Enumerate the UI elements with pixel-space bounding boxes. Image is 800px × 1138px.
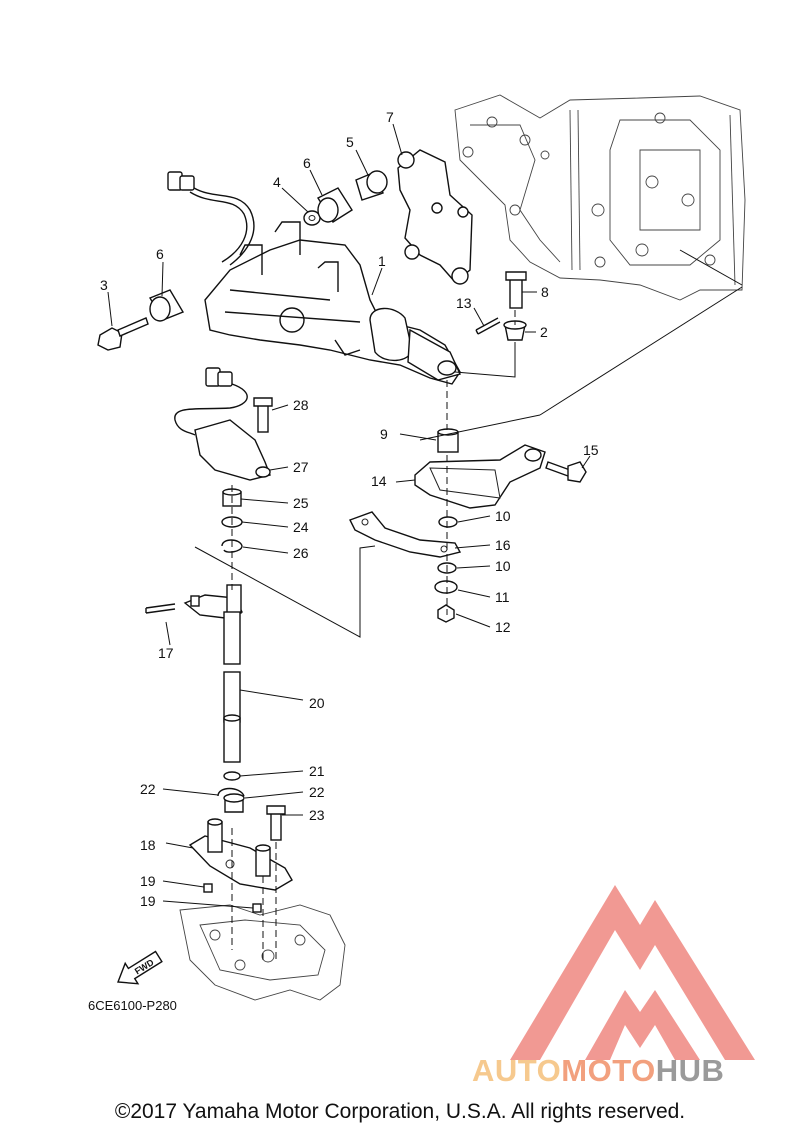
wire-harness-top [167,171,255,266]
callout-2: 2 [540,324,548,340]
callout-12: 12 [495,619,511,635]
part-18-bracket [188,818,293,891]
callout-23: 23 [309,807,325,823]
callout-16: 16 [495,537,511,553]
part-14-lever [414,444,546,509]
copyright-notice: ©2017 Yamaha Motor Corporation, U.S.A. A… [114,1100,686,1123]
callout-9: 9 [380,426,388,442]
callout-13: 13 [456,295,472,311]
callout-27: 27 [293,459,309,475]
part-13-cotter-pin [475,317,501,335]
callout-22-right: 22 [309,784,325,800]
watermark-hub: HUB [655,1053,725,1088]
callout-14: 14 [371,473,387,489]
connector-lines [194,249,743,638]
part-6-damper-lower [148,289,185,322]
callout-28: 28 [293,397,309,413]
part-26-clip [221,539,243,553]
fwd-arrow-icon: FWD [117,950,163,985]
part-22-bushing [217,787,245,813]
callout-17: 17 [158,645,174,661]
part-17-cotter-pin [145,603,176,614]
callout-15: 15 [583,442,599,458]
part-11-washer [434,580,458,594]
callout-3: 3 [100,277,108,293]
callout-24: 24 [293,519,309,535]
callout-18: 18 [140,837,156,853]
part-12-nut [437,604,455,623]
part-5-bushing [355,170,388,201]
callout-22-left: 22 [140,781,156,797]
lower-housing-outline [179,904,346,1001]
leader-lines [107,123,591,909]
watermark-moto: MOTO [561,1053,656,1088]
callout-25: 25 [293,495,309,511]
part-1-shift-assembly [204,221,461,385]
alignment-dashes [231,310,516,960]
part-15-bolt [545,461,587,483]
watermark-auto: AUTO [472,1053,562,1088]
part-28-screw [253,397,273,433]
callout-4: 4 [273,174,281,190]
callout-6-upper: 6 [303,155,311,171]
part-6-damper-upper [316,187,353,223]
callout-10-lower: 10 [495,558,511,574]
callout-26: 26 [293,545,309,561]
part-21-o-ring [223,771,241,781]
part-8-pin [505,271,527,309]
callout-11: 11 [495,589,510,605]
callout-10-upper: 10 [495,508,511,524]
callout-1: 1 [378,253,386,269]
part-3-bolt [97,317,149,351]
part-19-dowel-upper [203,883,213,893]
part-10-washer-upper [438,516,458,528]
part-27-sensor [174,367,271,481]
part-19-dowel-lower [252,903,262,913]
engine-block-outline [454,94,746,301]
callout-20: 20 [309,695,325,711]
callout-numbers: 1 2 3 4 5 6 6 7 8 9 10 10 11 12 13 14 15… [100,109,599,909]
callout-19-upper: 19 [140,873,156,889]
part-20-shift-rod [223,611,241,763]
callout-5: 5 [346,134,354,150]
part-23-bolt [266,805,286,841]
callout-6-lower: 6 [156,246,164,262]
part-7-bracket [397,149,473,285]
callout-19-lower: 19 [140,893,156,909]
automotohub-logo [510,885,755,1060]
callout-7: 7 [386,109,394,125]
callout-8: 8 [541,284,549,300]
watermark-text: AUTOMOTOHUB [472,1053,724,1089]
callout-21: 21 [309,763,325,779]
diagram-code: 6CE6100-P280 [88,998,177,1013]
